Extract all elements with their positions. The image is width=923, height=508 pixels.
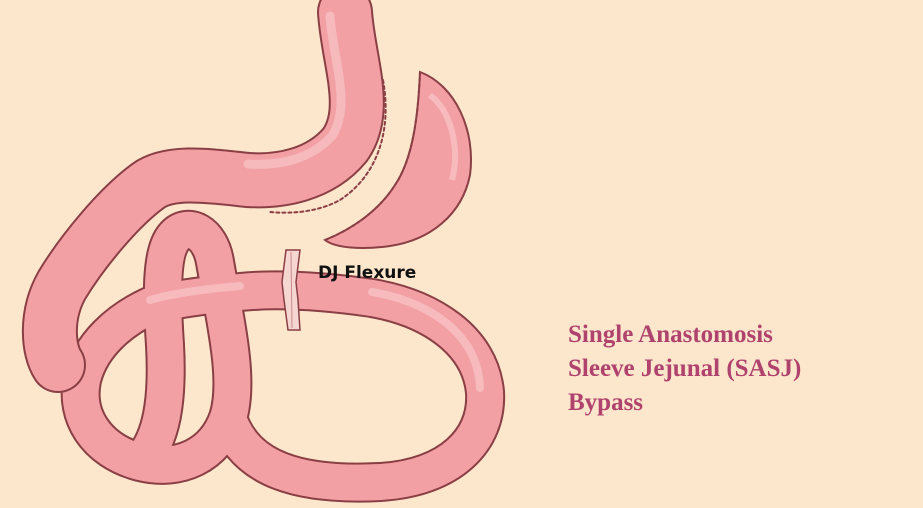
caption-line-3: Bypass: [568, 386, 918, 420]
small-intestine-loop: [81, 230, 486, 483]
dj-flexure-label: DJ Flexure: [318, 263, 416, 283]
sasj-bypass-illustration: DJ Flexure: [0, 0, 560, 508]
dj-flexure-ligament: [282, 250, 300, 330]
caption-line-1: Single Anastomosis: [568, 318, 918, 352]
procedure-caption: Single Anastomosis Sleeve Jejunal (SASJ)…: [568, 318, 918, 420]
caption-line-2: Sleeve Jejunal (SASJ): [568, 352, 918, 386]
